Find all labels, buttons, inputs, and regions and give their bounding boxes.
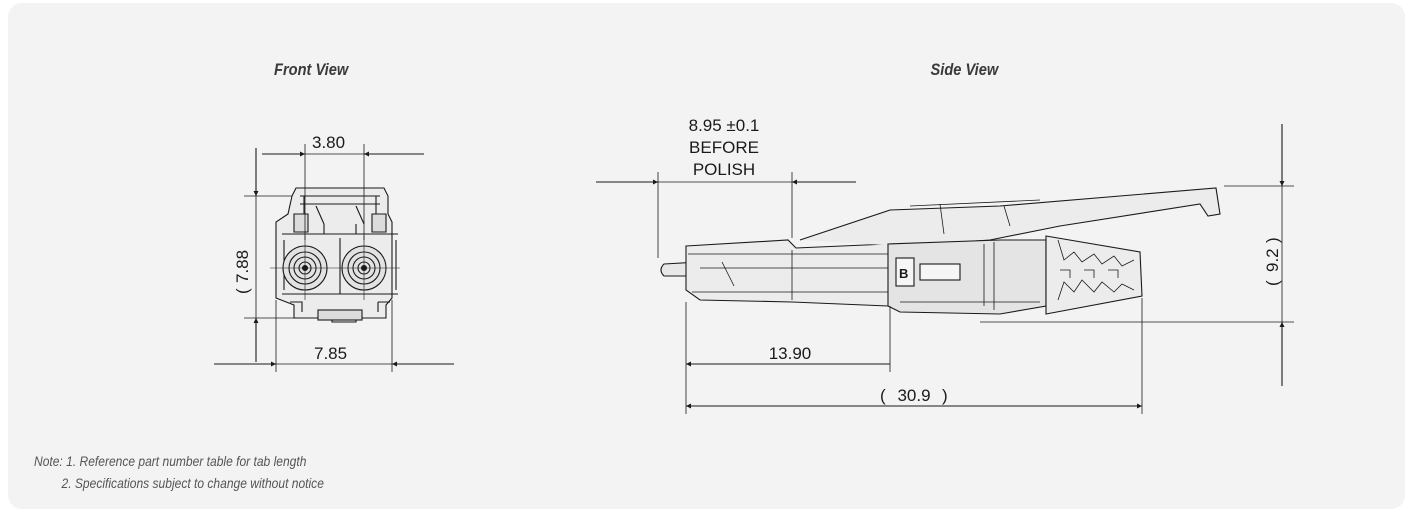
notes: Note: 1. Reference part number table for… [34,450,324,494]
paren-close-30-9: ) [942,386,948,405]
dim-label-polish: POLISH [693,160,755,179]
side-view-title: Side View [930,60,999,79]
paren-7-88: ( [233,288,252,294]
dim-label-before: BEFORE [689,138,759,157]
side-housing-front [685,239,901,307]
dim-side-length-total [686,298,1143,414]
paren-9-2-close: ) [1263,237,1282,243]
dim-front-width-bottom [214,300,454,372]
dim-label-30-9: 30.9 [897,386,930,405]
dim-label-8-95: 8.95 ±0.1 [689,116,760,135]
dim-label-3-80: 3.80 [312,133,345,152]
marking-b: B [899,266,908,281]
dim-label-13-90: 13.90 [769,344,812,363]
dim-label-7-85: 7.85 [314,344,347,363]
dim-side-length-partial [685,302,891,414]
dim-label-7-88: 7.88 [233,250,252,283]
dim-label-9-2: 9.2 [1263,248,1282,272]
note-line-1: Note: 1. Reference part number table for… [34,453,307,469]
paren-open-30-9: ( [880,386,886,405]
dim-side-height [980,124,1294,386]
dim-side-before-polish [596,172,856,258]
side-latch-tab [799,187,1221,247]
note-line-2: 2. Specifications subject to change with… [61,475,324,491]
dim-front-width-top [262,144,424,240]
front-view-drawing [214,144,454,372]
front-view-title: Front View [274,60,349,79]
side-view-drawing [596,124,1294,414]
paren-9-2: ( [1263,280,1282,286]
dim-front-height [244,148,294,362]
